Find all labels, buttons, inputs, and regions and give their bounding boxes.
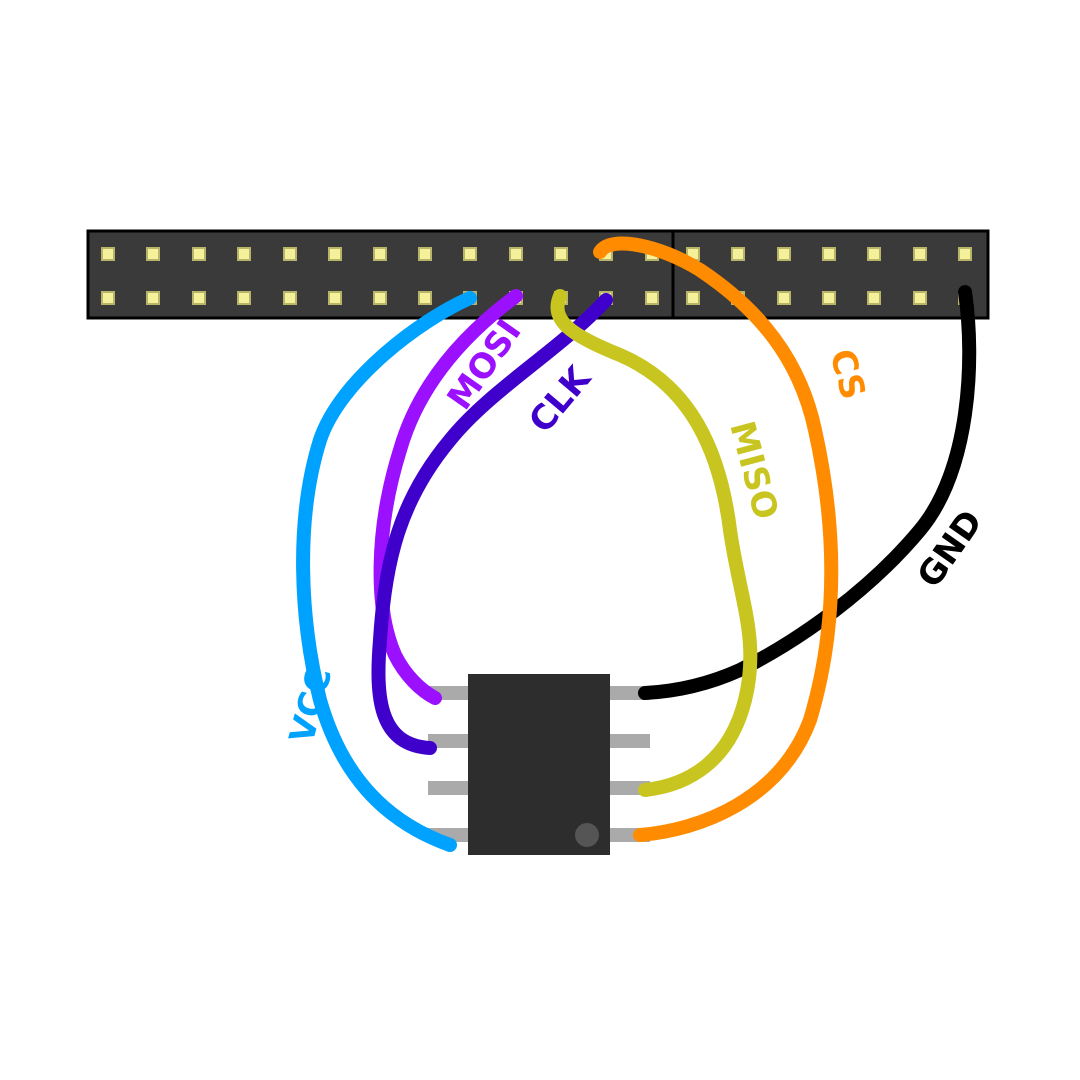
wire-vcc xyxy=(296,291,477,852)
chip-pin xyxy=(428,781,468,795)
wires xyxy=(296,236,977,852)
header-pin xyxy=(777,291,791,305)
header-pin xyxy=(867,291,881,305)
header-pin xyxy=(283,291,297,305)
header-pin xyxy=(418,291,432,305)
header-pin xyxy=(777,247,791,261)
header-pin xyxy=(554,247,568,261)
header-pin xyxy=(958,247,972,261)
header-pin xyxy=(192,291,206,305)
header-pin xyxy=(101,247,115,261)
chip xyxy=(428,674,650,855)
wire-gnd xyxy=(638,285,977,700)
header-pin xyxy=(328,247,342,261)
header-pin xyxy=(373,247,387,261)
wire-miso xyxy=(550,289,758,797)
chip-pin xyxy=(428,734,468,748)
header-pin xyxy=(146,247,160,261)
pin1-marker xyxy=(575,823,599,847)
header-pin xyxy=(822,291,836,305)
pin-header xyxy=(86,229,990,320)
chip-pin xyxy=(610,734,650,748)
header-pin xyxy=(822,247,836,261)
label-cs: CS xyxy=(821,345,873,404)
header-pin xyxy=(645,291,659,305)
header-pin xyxy=(101,291,115,305)
header-pin xyxy=(373,291,387,305)
header-pin xyxy=(283,247,297,261)
header-pin xyxy=(237,247,251,261)
header-pin xyxy=(328,291,342,305)
wire-mosi xyxy=(373,289,523,705)
wire-clk xyxy=(371,293,613,755)
header-pin xyxy=(913,291,927,305)
header-pin xyxy=(731,247,745,261)
header-pin xyxy=(192,247,206,261)
header-pin xyxy=(146,291,160,305)
wire-cs xyxy=(593,236,839,842)
header-pin xyxy=(237,291,251,305)
header-pin xyxy=(463,247,477,261)
header-pin xyxy=(509,247,523,261)
header-pin xyxy=(418,247,432,261)
header-pin xyxy=(913,247,927,261)
header-pin xyxy=(686,291,700,305)
header-pin xyxy=(867,247,881,261)
